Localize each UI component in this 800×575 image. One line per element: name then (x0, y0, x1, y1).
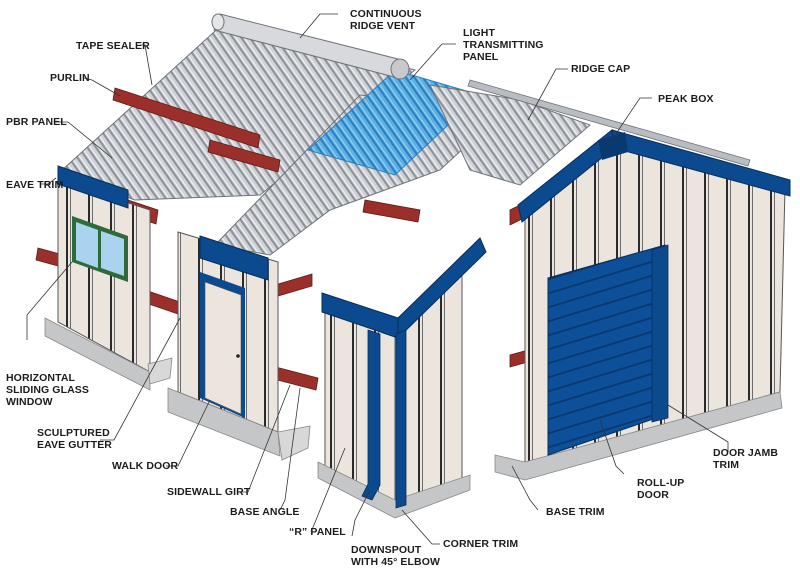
left-base (44, 317, 151, 391)
corner-section (317, 237, 487, 519)
label-walk-door: WALK DOOR (112, 460, 179, 472)
end-wall-base (494, 391, 783, 481)
label-ridge-cap: RIDGE CAP (571, 63, 631, 75)
label-base-trim: BASE TRIM (546, 506, 605, 518)
purlin-2 (207, 139, 281, 173)
pbr-roof-panel-right (429, 84, 591, 186)
corner-base (317, 461, 471, 519)
label-corner-trim: CORNER TRIM (443, 538, 519, 550)
label-base-angle: BASE ANGLE (230, 506, 300, 518)
corner-trim (395, 329, 407, 509)
label-r-panel: “R” PANEL (289, 526, 346, 538)
downspout (361, 329, 381, 501)
label-downspout: DOWNSPOUT WITH 45° ELBOW (351, 544, 441, 568)
gutter-end (147, 357, 173, 385)
label-horizontal-sliding-glass-window: HORIZONTAL SLIDING GLASS WINDOW (6, 372, 89, 408)
label-sidewall-girt: SIDEWALL GIRT (167, 486, 251, 498)
peak-box (598, 132, 628, 160)
left-wall-section (44, 165, 173, 391)
label-door-jamb-trim: DOOR JAMB TRIM (713, 447, 779, 471)
girt-left (35, 247, 61, 267)
end-wall-section (494, 129, 791, 481)
label-roll-up-door: ROLL-UP DOOR (637, 477, 685, 501)
purlin (112, 87, 261, 149)
walk-door (204, 281, 242, 415)
door-jamb-trim (651, 244, 669, 423)
door-knob (236, 354, 240, 358)
label-continuous-ridge-vent: CONTINUOUS RIDGE VENT (350, 8, 422, 32)
label-tape-sealer: TAPE SEALER (76, 40, 150, 52)
label-light-transmitting-panel: LIGHT TRANSMITTING PANEL (463, 27, 544, 63)
walk-door-section (167, 231, 311, 461)
label-eave-trim: EAVE TRIM (6, 179, 64, 191)
label-peak-box: PEAK BOX (658, 93, 714, 105)
horizontal-sliding-glass-window (72, 216, 128, 282)
leader-lines (26, 13, 729, 545)
door-wall-base (167, 387, 281, 457)
corner-eave-trim-right (397, 237, 487, 340)
eave-trim (57, 165, 129, 209)
door-header-trim (199, 235, 269, 281)
label-pbr-panel: PBR PANEL (6, 116, 67, 128)
gutter (277, 425, 311, 461)
label-sculptured-eave-gutter: SCULPTURED EAVE GUTTER (37, 427, 112, 451)
continuous-ridge-vent (211, 13, 410, 80)
label-purlin: PURLIN (50, 72, 90, 84)
girt-right (362, 199, 421, 223)
